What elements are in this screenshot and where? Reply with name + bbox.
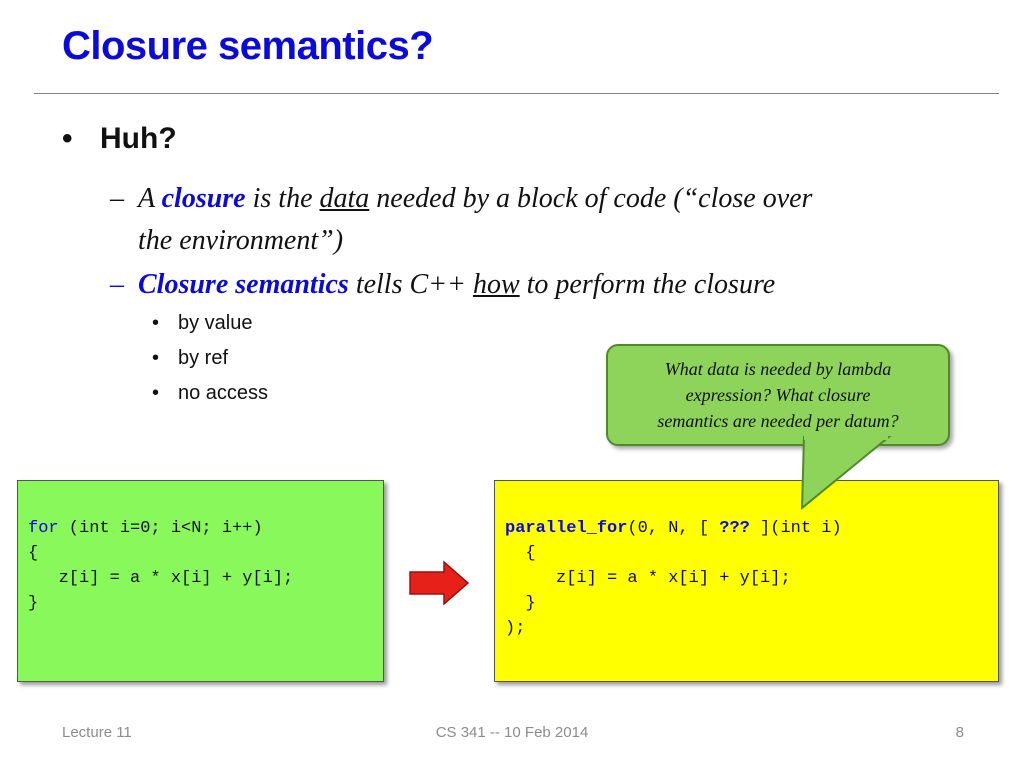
sub-bullet-text: by value bbox=[178, 312, 253, 334]
code-text: } bbox=[505, 594, 536, 613]
code-function-name: parallel_for bbox=[505, 519, 628, 538]
dash-glyph: – bbox=[110, 269, 124, 300]
parallel-code-box: parallel_for(0, N, [ ??? ](int i) { z[i]… bbox=[494, 480, 999, 682]
code-text: z[i] = a * x[i] + y[i]; bbox=[505, 569, 791, 588]
callout-line: expression? What closure bbox=[685, 385, 871, 405]
code-text: ); bbox=[505, 619, 526, 638]
footer-page-number: 8 bbox=[955, 724, 964, 741]
footer-lecture: Lecture 11 bbox=[62, 724, 132, 741]
how-underlined: how bbox=[472, 269, 520, 300]
text-segment: to perform the closure bbox=[519, 269, 776, 300]
bullet-closure-definition: –A closure is the data needed by a block… bbox=[110, 178, 990, 262]
sub-bullet-by-ref: • by ref bbox=[152, 347, 228, 370]
code-keyword-for: for bbox=[28, 519, 59, 538]
sub-bullet-by-value: • by value bbox=[152, 312, 253, 335]
sub-bullet-no-access: • no access bbox=[152, 382, 268, 405]
code-text: z[i] = a * x[i] + y[i]; bbox=[28, 569, 294, 588]
bullet-glyph: • bbox=[152, 347, 160, 369]
callout-bubble: What data is needed by lambda expression… bbox=[606, 344, 950, 446]
bullet-glyph: • bbox=[152, 312, 160, 334]
code-text: } bbox=[28, 594, 39, 613]
sub-bullet-text: no access bbox=[178, 382, 269, 404]
bullet-huh: • Huh? bbox=[62, 122, 177, 156]
code-text: (int i=0; i<N; i++) bbox=[58, 519, 263, 538]
callout-line: semantics are needed per datum? bbox=[657, 411, 899, 431]
title-divider bbox=[34, 93, 999, 94]
slide-title: Closure semantics? bbox=[62, 24, 434, 68]
code-text: ](int i) bbox=[749, 519, 842, 538]
code-text: { bbox=[28, 544, 39, 563]
bullet-huh-text: Huh? bbox=[100, 122, 177, 155]
dash-glyph: – bbox=[110, 183, 124, 214]
bullet-glyph: • bbox=[152, 382, 160, 404]
sequential-code-box: for (int i=0; i<N; i++) { z[i] = a * x[i… bbox=[17, 480, 384, 682]
text-segment: A bbox=[138, 183, 162, 214]
closure-keyword: closure bbox=[161, 183, 246, 214]
parallel-code: parallel_for(0, N, [ ??? ](int i) { z[i]… bbox=[505, 516, 842, 641]
sequential-code: for (int i=0; i<N; i++) { z[i] = a * x[i… bbox=[28, 516, 293, 616]
code-capture-placeholder: ??? bbox=[719, 519, 750, 538]
data-underlined: data bbox=[319, 183, 370, 214]
callout-tail bbox=[800, 436, 892, 511]
text-segment: the environment”) bbox=[138, 225, 344, 256]
bullet-glyph: • bbox=[62, 122, 73, 155]
closure-semantics-keyword: Closure semantics bbox=[138, 269, 349, 300]
callout-text: What data is needed by lambda expression… bbox=[608, 356, 948, 434]
callout-line: What data is needed by lambda bbox=[664, 359, 892, 379]
sub-bullet-text: by ref bbox=[178, 347, 229, 369]
bullet-closure-semantics: –Closure semantics tells C++ how to perf… bbox=[110, 266, 775, 304]
text-segment: tells C++ bbox=[348, 269, 473, 300]
code-text: { bbox=[505, 544, 536, 563]
right-arrow-icon bbox=[409, 560, 470, 606]
text-segment: is the bbox=[245, 183, 320, 214]
code-text: (0, N, [ bbox=[627, 519, 720, 538]
footer-course-date: CS 341 -- 10 Feb 2014 bbox=[435, 724, 589, 741]
text-segment: needed by a block of code (“close over bbox=[369, 183, 813, 214]
